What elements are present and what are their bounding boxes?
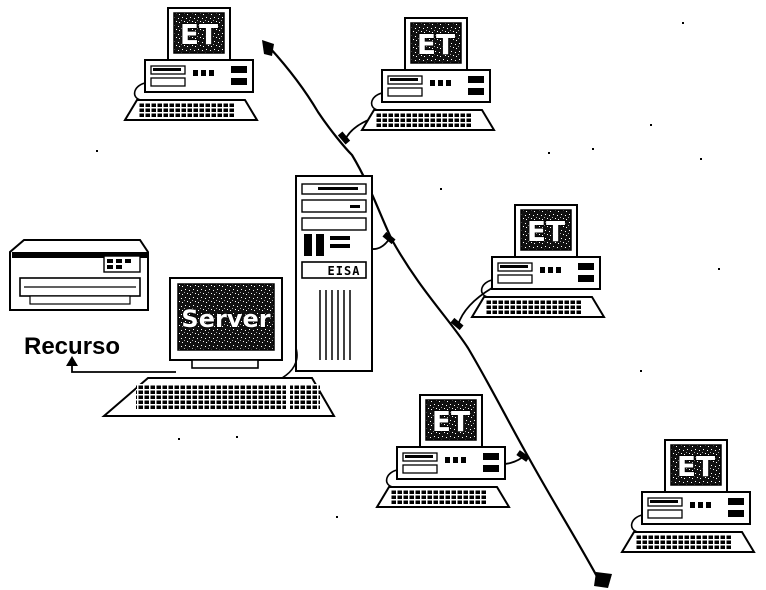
workstation-1-label: ET [180,18,218,51]
workstation-5: ET [621,439,755,553]
cable-terminator-bottom-icon [594,572,612,588]
cable-terminator-top-icon [262,40,274,56]
workstation-5-label: ET [677,450,715,483]
printer-cable-arrow-icon [66,356,78,366]
server-keyboard-cable [281,347,298,379]
workstation-4-label: ET [432,405,470,438]
server-keyboard [101,377,336,417]
workstation-2: ET [361,17,495,131]
workstation-2-label: ET [417,28,455,61]
workstation-3: ET [471,204,605,318]
scan-noise [96,22,720,518]
workstation-1: ET [124,7,258,121]
printer-cable [71,360,176,373]
network-cable [269,47,601,583]
server-tower: EISA [295,175,373,372]
printer [9,239,149,311]
server-tower-label: EISA [328,264,361,278]
server-screen-label: Server [181,305,270,333]
drop-cable-et-3 [457,287,493,326]
resource-label: Recurso [24,333,120,360]
workstation-4: ET [376,394,510,508]
workstation-3-label: ET [527,215,565,248]
server-monitor: Server [169,277,283,369]
